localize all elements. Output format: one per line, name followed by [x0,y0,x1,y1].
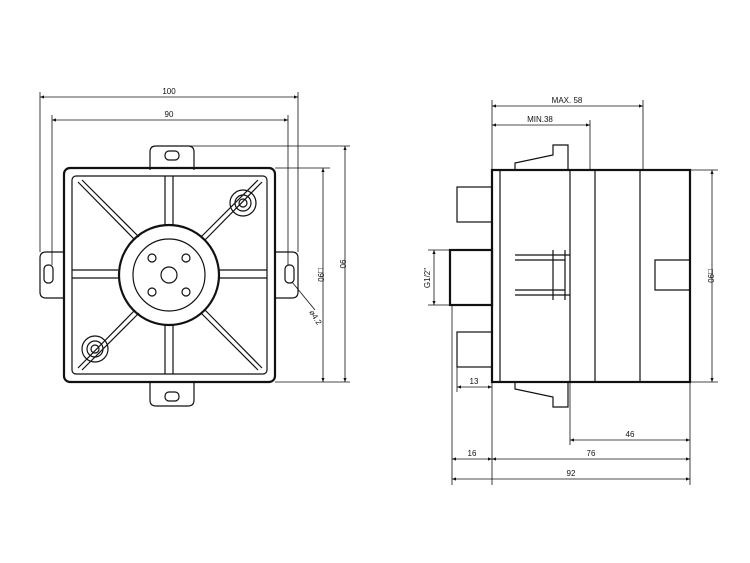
dim-16: 16 [468,449,477,458]
dim-thread: G1/2" [423,268,432,288]
dim-92: 92 [567,469,576,478]
dim-100: 100 [162,87,176,96]
top-pipe [456,186,493,223]
dim-height-90: 90 [338,260,347,269]
dim-square-90: □90 [316,268,325,282]
side-view: MAX. 58 MIN.38 G1/2" 13 46 16 76 92 □90 [423,96,718,485]
side-body [490,168,692,384]
front-view: 100 90 □90 90 ⌀4.2 [39,87,350,407]
top-flange [514,144,569,170]
dim-90: 90 [165,110,174,119]
dim-13: 13 [470,377,479,386]
dim-76: 76 [587,449,596,458]
middle-pipe [448,248,494,307]
left-ear [39,251,64,299]
side-notch [654,259,690,291]
center-hub [117,223,221,327]
top-mounting-tab [149,145,195,170]
dim-46: 46 [626,430,635,439]
bottom-mounting-tab [149,382,195,407]
right-ear [275,251,299,299]
dim-hole: ⌀4.2 [307,308,323,327]
dim-side-square-90: □90 [706,269,715,283]
dim-max: MAX. 58 [552,96,583,105]
dim-min: MIN.38 [527,115,553,124]
bottom-flange [514,382,569,408]
bottom-pipe [456,331,493,368]
box-outline [62,166,277,384]
